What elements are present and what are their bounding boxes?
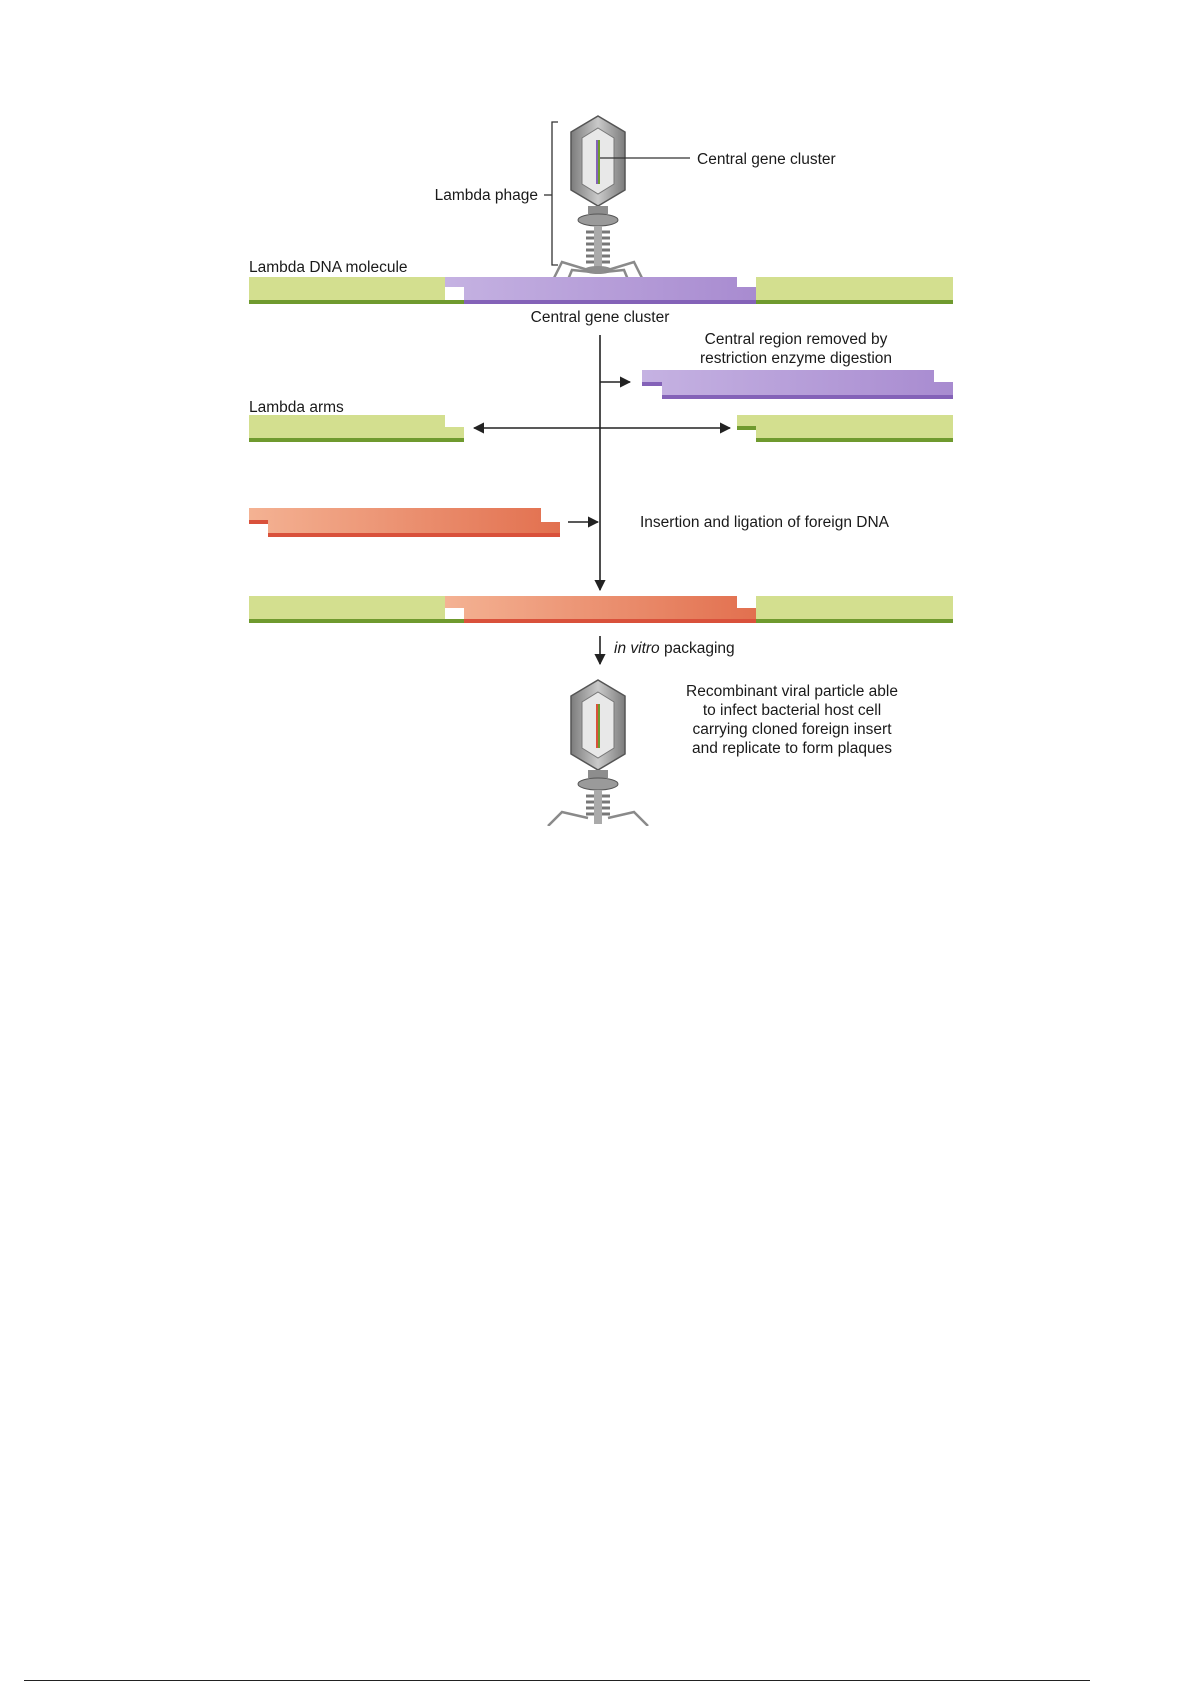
- lambda-arms-label: Lambda arms: [249, 399, 344, 416]
- packaging-rest-text: packaging: [660, 640, 735, 657]
- removed-central-fragment: [642, 370, 953, 399]
- recombinant-label-3: carrying cloned foreign insert: [692, 721, 892, 738]
- packaging-italic-text: in vitro: [614, 640, 660, 657]
- central-region-removed-label-2: restriction enzyme digestion: [700, 350, 892, 367]
- phage-bracket: [544, 121, 558, 266]
- central-gene-cluster-top-label: Central gene cluster: [697, 151, 836, 168]
- left-lambda-arm: [249, 415, 464, 442]
- recombinant-label-1: Recombinant viral particle able: [686, 683, 898, 700]
- insertion-ligation-label: Insertion and ligation of foreign DNA: [640, 514, 890, 531]
- central-region-removed-label-1: Central region removed by: [705, 331, 888, 348]
- lambda-phage-icon: [546, 115, 650, 295]
- lambda-dna-molecule-label: Lambda DNA molecule: [249, 259, 408, 276]
- packaging-label: in vitro packaging: [614, 640, 735, 657]
- recombinant-phage-icon: [547, 679, 649, 827]
- lambda-dna-molecule: [249, 277, 953, 304]
- recombinant-dna-molecule: [249, 596, 953, 623]
- image-crop-mask: [0, 826, 1192, 1685]
- central-gene-cluster-mid-label: Central gene cluster: [531, 309, 670, 326]
- right-lambda-arm: [737, 415, 953, 442]
- foreign-dna-fragment: [249, 508, 560, 537]
- recombinant-label-4: and replicate to form plaques: [692, 740, 892, 757]
- recombinant-label-2: to infect bacterial host cell: [703, 702, 881, 719]
- page-footer-rule: [24, 1680, 1090, 1681]
- lambda-phage-label: Lambda phage: [435, 187, 538, 204]
